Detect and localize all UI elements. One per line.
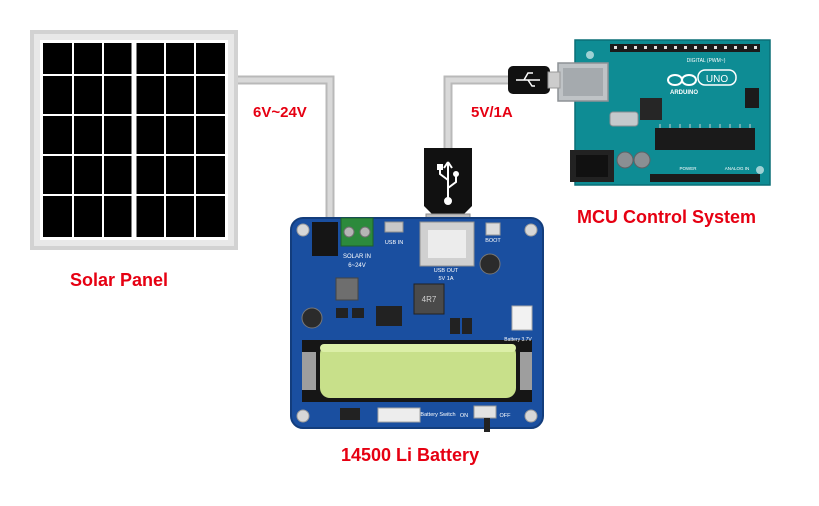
arduino-uno-board: UNO ARDUINO DIGITAL (PWM~) POWER ANALOG … [557, 39, 771, 186]
usb-a-plug [424, 148, 472, 227]
usb-cable [443, 75, 512, 158]
micro-usb-plug [508, 66, 561, 94]
silk-battery-switch: Battery Switch [420, 412, 455, 418]
silk-solar-in: SOLAR IN [343, 254, 371, 260]
arduino-power-label: POWER [679, 166, 697, 171]
inductor-marking: 4R7 [422, 295, 437, 304]
silk-off: OFF [500, 413, 512, 419]
silk-usb-in: USB IN [385, 240, 403, 246]
solar-power-manager-board: 4R7 SOLAR IN 6~24V USB IN USB OUT 5V 1A … [290, 217, 544, 432]
battery-label: 14500 Li Battery [341, 445, 480, 465]
arduino-analog-label: ANALOG IN [725, 166, 750, 171]
usb-output-label: 5V/1A [471, 104, 513, 121]
arduino-brand-label: ARDUINO [670, 90, 698, 96]
solar-panel-label: Solar Panel [70, 270, 169, 290]
silk-battery-voltage: Battery 3.7V [504, 337, 532, 343]
arduino-model-label: UNO [706, 74, 728, 85]
solar-cable [238, 75, 335, 222]
solar-panel [30, 30, 238, 250]
solar-voltage-label: 6V~24V [253, 104, 307, 121]
silk-on: ON [460, 413, 468, 419]
silk-usb-out: USB OUT [434, 268, 459, 274]
arduino-digital-label: DIGITAL (PWM~) [687, 58, 726, 64]
silk-boot: BOOT [485, 238, 501, 244]
usb-symbol-icon [516, 72, 540, 87]
silk-usb-out-rating: 5V 1A [439, 276, 454, 282]
silk-solar-range: 6~24V [348, 263, 366, 269]
usb-symbol-icon [437, 161, 459, 205]
mcu-label: MCU Control System [577, 207, 757, 227]
